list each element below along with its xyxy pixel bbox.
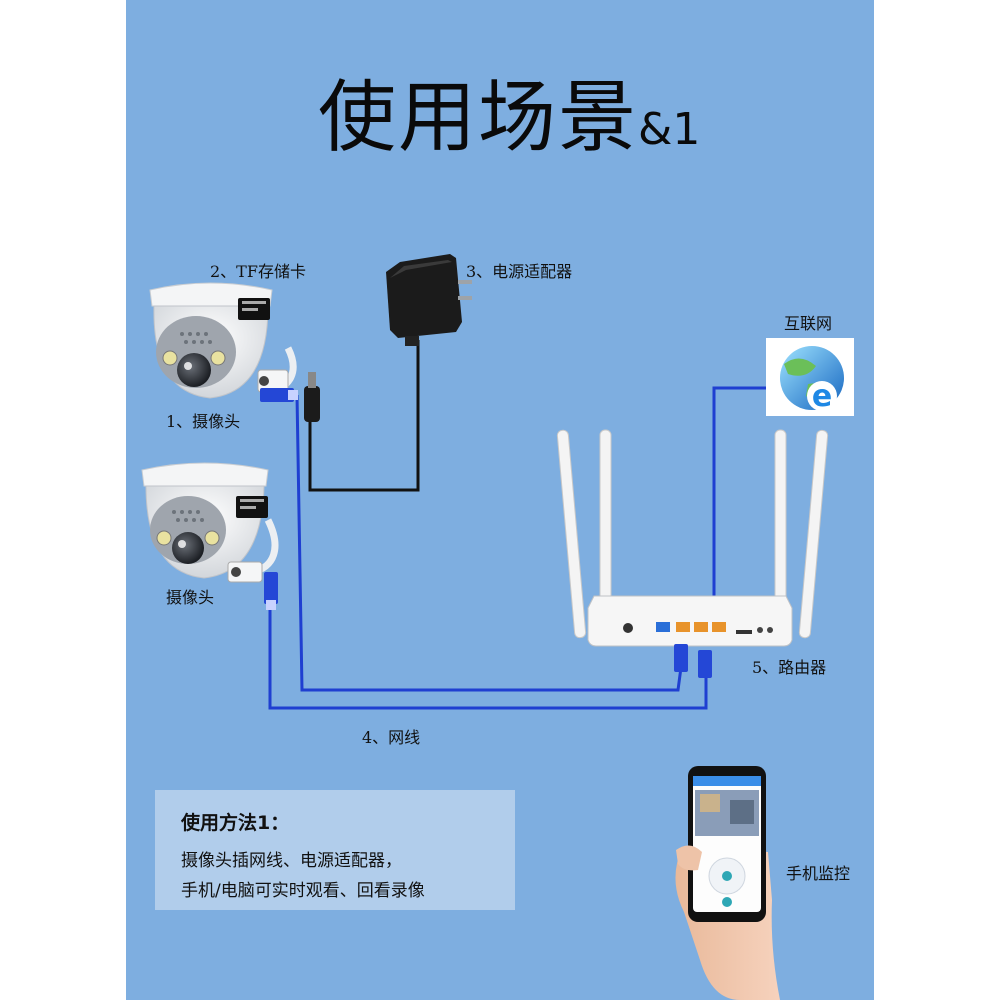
dome-camera-1 xyxy=(149,282,297,399)
label-router: 5、路由器 xyxy=(752,658,827,677)
power-adapter xyxy=(386,254,472,346)
page-title: 使用场景&1 xyxy=(318,73,701,163)
svg-text:e: e xyxy=(812,379,832,414)
label-camera-1: 1、摄像头 xyxy=(166,412,241,431)
network-cables xyxy=(268,386,772,710)
cable-camera1-router xyxy=(295,394,684,692)
power-cord xyxy=(308,340,420,492)
dome-camera-2 xyxy=(141,462,279,583)
cable-camera2-router xyxy=(268,600,708,710)
router xyxy=(556,429,829,647)
phone-in-hand xyxy=(675,766,780,1000)
label-internet: 互联网 xyxy=(784,314,833,333)
label-network-cable: 4、网线 xyxy=(362,728,421,747)
ethernet-plugs-router xyxy=(674,644,712,678)
label-camera-2: 摄像头 xyxy=(166,588,215,607)
usage-line-2: 手机/电脑可实时观看、回看录像 xyxy=(181,881,425,901)
internet-explorer-icon: e xyxy=(766,338,854,416)
usage-line-1: 摄像头插网线、电源适配器， xyxy=(181,851,402,871)
usage-instructions-box: 使用方法1： 摄像头插网线、电源适配器， 手机/电脑可实时观看、回看录像 xyxy=(155,790,515,910)
label-phone-monitoring: 手机监控 xyxy=(786,864,851,883)
dc-connector xyxy=(304,372,320,422)
usage-heading: 使用方法1： xyxy=(181,812,290,834)
cable-router-internet xyxy=(712,386,772,612)
label-power-adapter: 3、电源适配器 xyxy=(466,262,573,281)
label-tf-card: 2、TF存储卡 xyxy=(210,262,306,281)
ethernet-plug-camera1 xyxy=(260,388,298,402)
ethernet-plug-camera2 xyxy=(264,572,278,610)
